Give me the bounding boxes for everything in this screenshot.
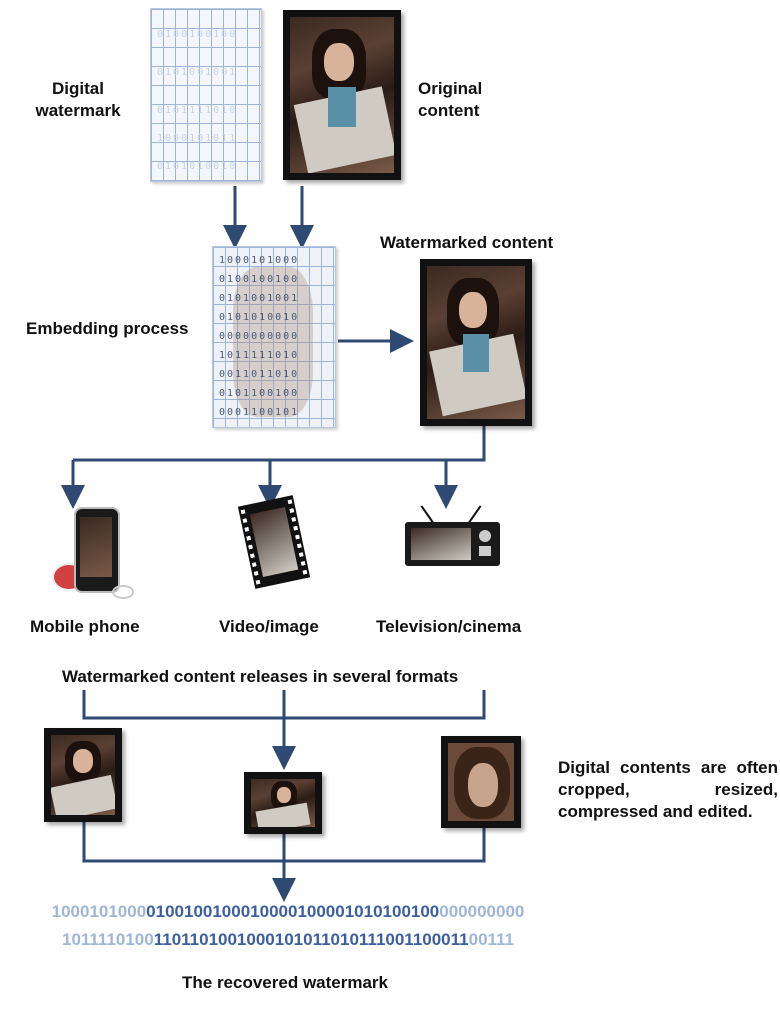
digital-contents-note: Digital contents are often cropped, resi… xyxy=(558,758,778,821)
recovered-bits-line-1: 1000101000010010010001000010000101010010… xyxy=(8,902,568,922)
original-content-label: Original content xyxy=(418,79,483,120)
grid-row: 0101111010 xyxy=(157,105,238,116)
grid-row: 0100100100 xyxy=(219,274,300,285)
edited-version-compressed xyxy=(441,736,521,828)
mobile-phone-label: Mobile phone xyxy=(30,617,140,636)
original-content-image xyxy=(283,10,401,180)
television-cinema-label: Television/cinema xyxy=(376,617,522,636)
releases-label: Watermarked content releases in several … xyxy=(62,667,459,686)
grid-row: 0101010010 xyxy=(157,161,238,172)
distribution-tree xyxy=(73,426,486,462)
grid-row: 1011111010 xyxy=(219,350,300,361)
edited-version-resized xyxy=(244,772,322,834)
grid-row: 1000101011 xyxy=(157,133,238,144)
grid-row: 0101010010 xyxy=(219,312,300,323)
grid-row: 0101100100 xyxy=(219,388,300,399)
bits-segment: 1011110100 xyxy=(61,930,154,949)
video-image-label: Video/image xyxy=(219,617,319,636)
bits-segment: 0100100100010000100001010100100 xyxy=(146,902,440,921)
bits-segment: 00111 xyxy=(468,930,515,949)
bits-segment: 1101101001000101011010111001100011 xyxy=(153,930,469,949)
digital-watermark-label: Digital watermark xyxy=(35,79,121,120)
edited-version-cropped xyxy=(44,728,122,822)
digital-watermark-grid: 0100100100 0101001001 0101111010 1000101… xyxy=(150,8,262,182)
bits-segment: 000000000 xyxy=(439,902,525,921)
watermarked-content-image xyxy=(420,259,532,426)
embedding-process-label: Embedding process xyxy=(26,319,189,338)
grid-row: 0100100100 xyxy=(157,29,238,40)
embedding-process-grid: 1000101000 0100100100 0101001001 0101010… xyxy=(212,246,336,428)
recovered-bits-line-2: 1011110100110110100100010101101011100110… xyxy=(8,930,568,950)
recovered-watermark-label: The recovered watermark xyxy=(182,973,388,992)
grid-row: 0000000000 xyxy=(219,331,300,342)
television-icon xyxy=(405,502,500,570)
grid-row: 0001100101 xyxy=(219,407,300,418)
bits-segment: 1000101000 xyxy=(51,902,147,921)
grid-row: 0101001001 xyxy=(219,293,300,304)
grid-row: 0101001001 xyxy=(157,67,238,78)
watermarked-content-label: Watermarked content xyxy=(380,233,554,252)
grid-row: 1000101000 xyxy=(219,255,300,266)
mobile-phone-icon xyxy=(52,505,134,600)
grid-row: 0011011010 xyxy=(219,369,300,380)
